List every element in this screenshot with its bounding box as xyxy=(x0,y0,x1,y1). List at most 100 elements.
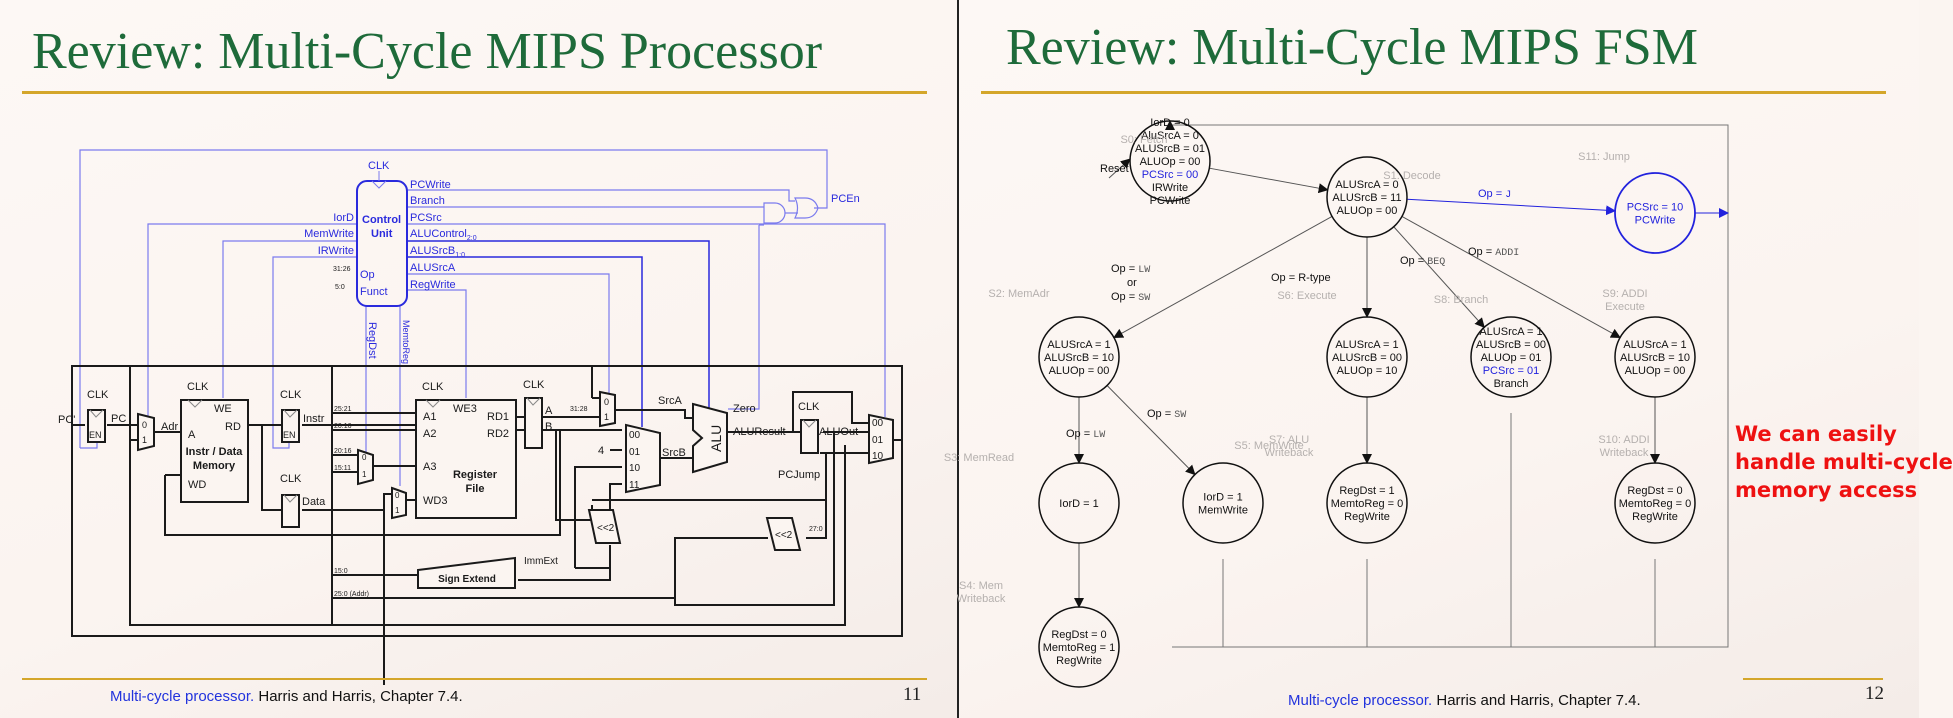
label-rf-a2: A2 xyxy=(423,428,436,440)
sign-extend xyxy=(417,556,516,589)
state-output: PCWrite xyxy=(1635,215,1676,227)
label-sign-extend: Sign Extend xyxy=(438,574,496,585)
state-output: RegWrite xyxy=(1344,511,1390,523)
data-register xyxy=(281,494,300,528)
label-pc-clk: CLK xyxy=(87,389,109,401)
state-name-label: Writeback xyxy=(1265,447,1314,459)
label-pcmux-10: 10 xyxy=(872,451,884,462)
instr-register xyxy=(281,409,300,443)
state-output: ALUSrcB = 00 xyxy=(1332,352,1402,364)
footer-link[interactable]: Multi-cycle processor. xyxy=(110,688,255,705)
srca-mux xyxy=(599,390,616,428)
label-rf-wd3: WD3 xyxy=(423,495,447,507)
state-output: ALUSrcB = 10 xyxy=(1044,352,1114,364)
pcsrc-mux xyxy=(868,413,894,465)
bitfield-rt2: 20:16 xyxy=(334,448,352,455)
slide-title: Review: Multi-Cycle MIPS FSM xyxy=(1006,19,1698,76)
aluout-register xyxy=(800,419,819,454)
label-rf-a1: A1 xyxy=(423,411,436,423)
state-output: IRWrite xyxy=(1152,182,1188,194)
label-adrmux-0: 0 xyxy=(142,420,147,430)
state-output: RegDst = 0 xyxy=(1627,485,1682,497)
state-output: ALUOp = 00 xyxy=(1625,365,1686,377)
label-rdmux-1: 1 xyxy=(362,470,367,479)
slide-title: Review: Multi-Cycle MIPS Processor xyxy=(32,23,823,80)
state-output: ALUSrcB = 11 xyxy=(1332,192,1401,204)
label-op-beq: Op = BEQ xyxy=(1400,255,1445,268)
label-op-addi: Op = ADDI xyxy=(1468,246,1519,259)
signal-pcen: PCEn xyxy=(831,193,860,205)
bitfield-rd: 15:11 xyxy=(334,465,351,472)
state-name-label: S10: ADDI xyxy=(1598,434,1649,446)
footer-citation: Multi-cycle processor. Harris and Harris… xyxy=(1288,692,1641,709)
label-srcbmux-00: 00 xyxy=(629,430,641,441)
signal-irwrite: IRWrite xyxy=(318,245,354,257)
state-output: ALUSrcA = 1 xyxy=(1335,339,1398,351)
footer-text: Harris and Harris, Chapter 7.4. xyxy=(1432,692,1641,709)
state-output: MemWrite xyxy=(1198,505,1248,517)
state-circle xyxy=(1470,316,1552,398)
state-output: MemtoReg = 0 xyxy=(1331,498,1403,510)
label-wdmux-1: 1 xyxy=(395,506,400,515)
control-unit-title: Control xyxy=(362,214,401,226)
label-rdmux-0: 0 xyxy=(362,453,367,462)
title-rule xyxy=(981,91,1886,94)
state-name-label: S0: Fetch xyxy=(1120,134,1167,146)
state-name-label: Writeback xyxy=(1600,447,1649,459)
label-mem-clk: CLK xyxy=(187,381,209,393)
signal-branch: Branch xyxy=(410,195,445,207)
label-zero: Zero xyxy=(733,403,756,415)
transition-s1-s8 xyxy=(1393,226,1485,329)
reset-label: Reset xyxy=(1100,163,1129,175)
label-pc-en: EN xyxy=(89,430,102,440)
control-wires xyxy=(79,149,886,486)
label-shl2-jump: <<2 xyxy=(775,530,793,541)
callout-line-1: We can easily xyxy=(1735,422,1897,446)
memtoreg-mux xyxy=(391,486,407,520)
label-mem-we: WE xyxy=(214,403,232,415)
state-output: ALUOp = 00 xyxy=(1049,365,1110,377)
state-name-label: S11: Jump xyxy=(1578,151,1630,163)
label-op-rtype: Op = R-type xyxy=(1271,272,1331,284)
bitfield-imm: 15:0 xyxy=(334,568,348,575)
control-op-input: Op xyxy=(360,269,375,281)
label-or: or xyxy=(1127,277,1137,289)
state-name-label: S2: MemAdr xyxy=(988,288,1049,300)
label-four: 4 xyxy=(598,445,604,457)
signal-regdst: RegDst xyxy=(366,322,378,359)
label-op-sw: Op = SW xyxy=(1111,291,1150,304)
callout-line-3: memory access xyxy=(1735,478,1918,502)
label-srcamux-0: 0 xyxy=(604,397,609,407)
label-aluresult: ALUResult xyxy=(733,426,786,438)
label-adr: Adr xyxy=(161,421,178,433)
label-srcbmux-10: 10 xyxy=(629,463,641,474)
control-unit-title2: Unit xyxy=(371,228,393,240)
state-output: Branch xyxy=(1494,378,1529,390)
control-unit xyxy=(356,171,408,307)
state-name-label: S9: ADDI xyxy=(1602,288,1647,300)
label-ir-clk: CLK xyxy=(280,389,302,401)
state-circle xyxy=(1182,462,1264,544)
state-circle xyxy=(1614,316,1696,398)
state-output: ALUSrcA = 1 xyxy=(1479,326,1542,338)
footer-link[interactable]: Multi-cycle processor. xyxy=(1288,692,1433,709)
state-output: RegDst = 1 xyxy=(1339,485,1394,497)
multicycle-datapath-diagram: CLK Control Unit Op Funct PCWrite Branch… xyxy=(58,149,903,685)
state-name-label: Writeback xyxy=(957,593,1006,605)
label-pc: PC xyxy=(111,413,126,425)
transition-s0-s1 xyxy=(1209,167,1329,194)
datapath-wires xyxy=(71,365,903,685)
transition-s1-s9 xyxy=(1401,215,1621,339)
signal-alusrca: ALUSrcA xyxy=(410,262,456,274)
signal-pcwrite: PCWrite xyxy=(410,179,451,191)
label-aluout: ALUOut xyxy=(819,426,858,438)
label-rf-a3: A3 xyxy=(423,461,436,473)
label-srcbmux-01: 01 xyxy=(629,447,641,458)
label-srcbmux-11: 11 xyxy=(629,480,640,491)
